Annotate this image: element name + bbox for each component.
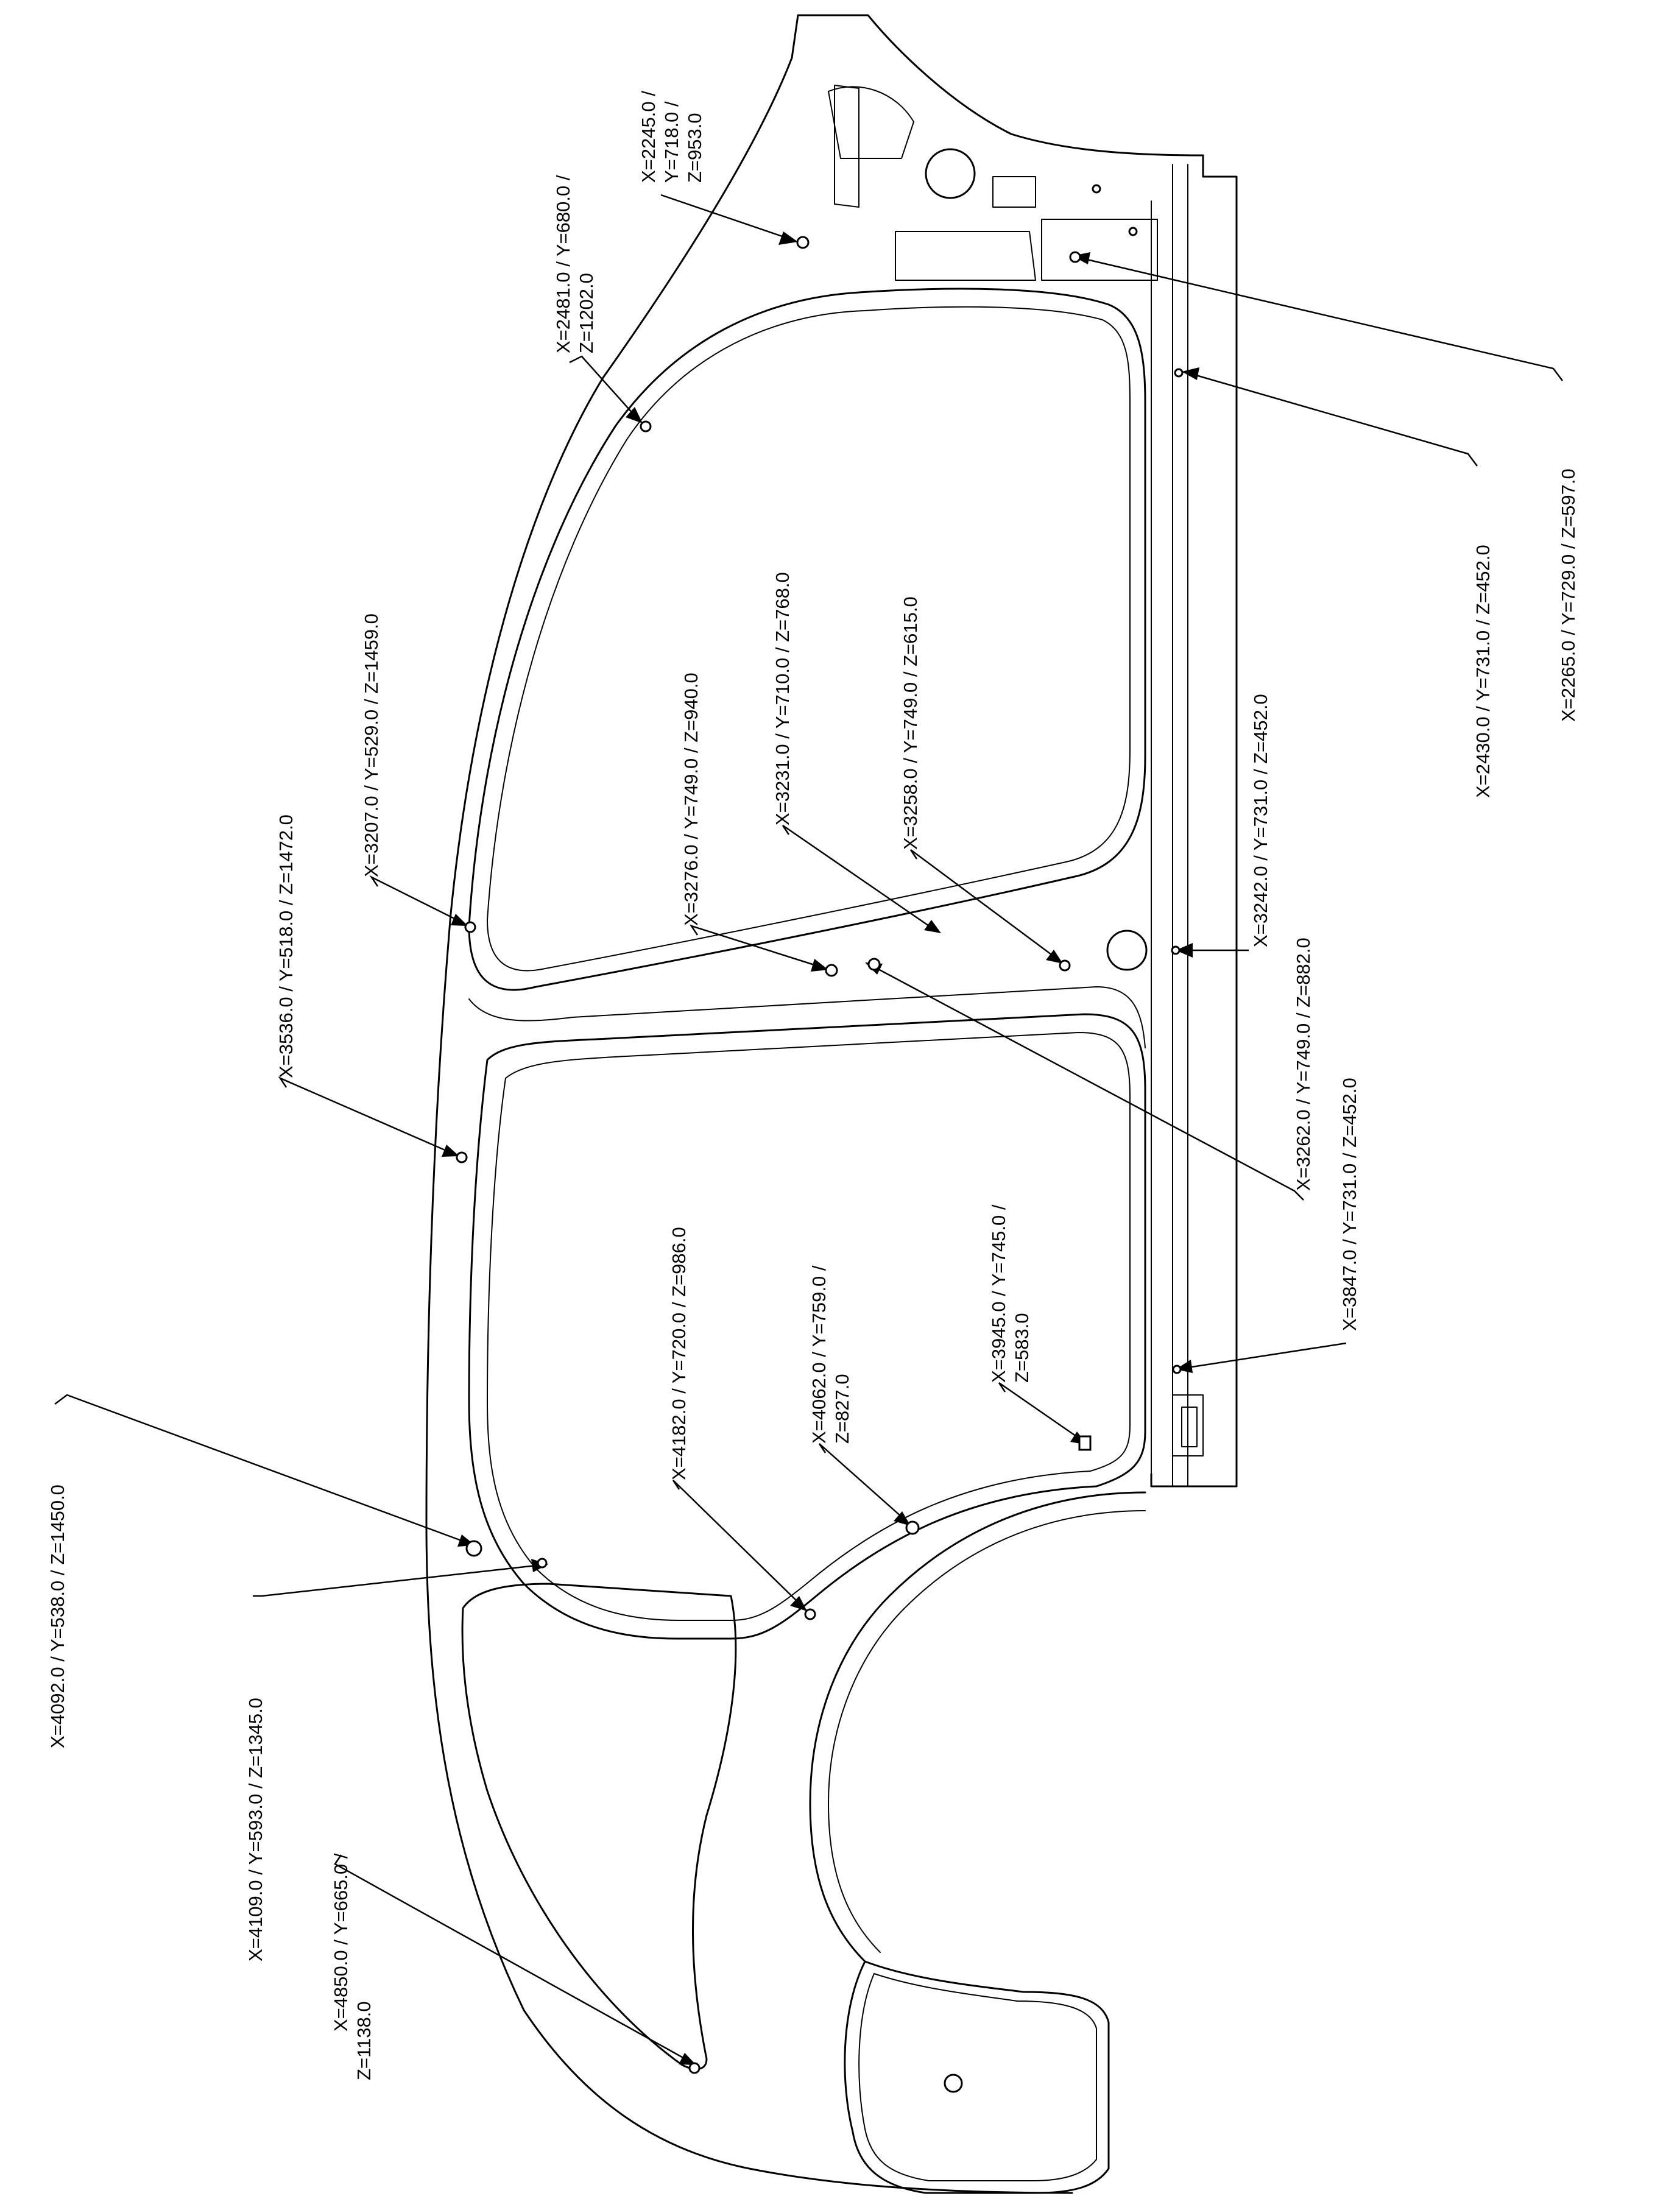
point-p4092 xyxy=(465,1540,482,1557)
point-p2430 xyxy=(1174,368,1184,378)
leader-p4109 xyxy=(253,1559,548,1597)
svg-text:X=4062.0 / Y=759.0 /: X=4062.0 / Y=759.0 / xyxy=(808,1265,830,1444)
label-p4062: X=4062.0 / Y=759.0 / Z=827.0 xyxy=(808,1265,853,1444)
label-p3207: X=3207.0 / Y=529.0 / Z=1459.0 xyxy=(361,613,382,877)
svg-text:Z=583.0: Z=583.0 xyxy=(1011,1313,1032,1383)
svg-text:X=2481.0 / Y=680.0 /: X=2481.0 / Y=680.0 / xyxy=(552,175,574,353)
svg-text:X=4850.0 / Y=665.0 /: X=4850.0 / Y=665.0 / xyxy=(330,1853,351,2032)
svg-text:Z=1138.0: Z=1138.0 xyxy=(353,2001,375,2080)
svg-text:X=2245.0 /: X=2245.0 / xyxy=(638,91,659,183)
label-p3536: X=3536.0 / Y=518.0 / Z=1472.0 xyxy=(275,814,297,1078)
leader-p2245 xyxy=(660,194,798,245)
label-p2481: X=2481.0 / Y=680.0 / Z=1202.0 xyxy=(552,175,597,353)
point-p3262 xyxy=(867,958,881,971)
point-p2245 xyxy=(796,236,810,249)
label-p2430: X=2430.0 / Y=731.0 / Z=452.0 xyxy=(1472,545,1494,798)
leader-p3262 xyxy=(865,962,1304,1201)
label-p3231: X=3231.0 / Y=710.0 / Z=768.0 xyxy=(772,572,793,825)
point-p3276 xyxy=(825,964,838,977)
leader-p2481 xyxy=(569,355,643,423)
label-p4182: X=4182.0 / Y=720.0 / Z=986.0 xyxy=(668,1227,690,1480)
label-p2265: X=2265.0 / Y=729.0 / Z=597.0 xyxy=(1558,468,1579,722)
label-p3276: X=3276.0 / Y=749.0 / Z=940.0 xyxy=(680,673,702,926)
label-p3945: X=3945.0 / Y=745.0 / Z=583.0 xyxy=(988,1204,1032,1383)
leader-p3207 xyxy=(369,875,468,926)
point-p3258 xyxy=(1059,959,1071,972)
leader-p2265 xyxy=(1072,252,1563,381)
label-p3242: X=3242.0 / Y=731.0 / Z=452.0 xyxy=(1250,694,1271,947)
point-p3207 xyxy=(464,921,476,933)
point-p4850 xyxy=(688,2062,701,2074)
svg-text:Y=718.0 /: Y=718.0 / xyxy=(661,101,682,183)
leader-p3945 xyxy=(998,1382,1087,1445)
svg-text:X=3207.0 / Y=529.0 / Z=1459.0: X=3207.0 / Y=529.0 / Z=1459.0 xyxy=(361,613,382,877)
svg-text:X=2265.0 / Y=729.0 / Z=597.0: X=2265.0 / Y=729.0 / Z=597.0 xyxy=(1558,468,1579,722)
point-p4109 xyxy=(537,1558,548,1569)
svg-text:Z=827.0: Z=827.0 xyxy=(831,1374,853,1444)
leader-p2430 xyxy=(1182,367,1478,467)
label-p4092: X=4092.0 / Y=538.0 / Z=1450.0 xyxy=(47,1485,68,1748)
leader-p3847 xyxy=(1176,1342,1347,1373)
leader-p3276 xyxy=(689,924,828,972)
dimension-leader-lines xyxy=(54,194,1563,2065)
point-p3242 xyxy=(1171,945,1181,955)
svg-text:X=3242.0 / Y=731.0 / Z=452.0: X=3242.0 / Y=731.0 / Z=452.0 xyxy=(1250,694,1271,947)
label-p4109: X=4109.0 / Y=593.0 / Z=1345.0 xyxy=(245,1698,266,1961)
svg-text:X=3258.0 / Y=749.0 / Z=615.0: X=3258.0 / Y=749.0 / Z=615.0 xyxy=(900,596,921,850)
svg-text:X=3945.0 / Y=745.0 /: X=3945.0 / Y=745.0 / xyxy=(988,1204,1009,1383)
label-p3258: X=3258.0 / Y=749.0 / Z=615.0 xyxy=(900,596,921,850)
svg-text:Z=953.0: Z=953.0 xyxy=(684,113,705,183)
svg-text:X=2430.0 / Y=731.0 / Z=452.0: X=2430.0 / Y=731.0 / Z=452.0 xyxy=(1472,545,1494,798)
leader-p4062 xyxy=(818,1443,911,1526)
label-p3262: X=3262.0 / Y=749.0 / Z=882.0 X=3847.0 / … xyxy=(1293,937,1360,1331)
point-p3536 xyxy=(456,1151,468,1163)
leader-p3242 xyxy=(1176,943,1249,958)
body-side-panel-outline xyxy=(425,14,1238,2194)
svg-text:X=3536.0 / Y=518.0 / Z=1472.0: X=3536.0 / Y=518.0 / Z=1472.0 xyxy=(275,814,297,1078)
leader-p4182 xyxy=(672,1480,807,1611)
svg-text:X=4182.0 / Y=720.0 / Z=986.0: X=4182.0 / Y=720.0 / Z=986.0 xyxy=(668,1227,690,1480)
svg-text:X=3847.0 / Y=731.0 / Z=452.0: X=3847.0 / Y=731.0 / Z=452.0 xyxy=(1339,1078,1360,1331)
leader-p4850 xyxy=(334,1854,696,2065)
label-p4850: X=4850.0 / Y=665.0 / Z=1138.0 xyxy=(330,1853,375,2080)
svg-text:X=3276.0 / Y=749.0 / Z=940.0: X=3276.0 / Y=749.0 / Z=940.0 xyxy=(680,673,702,926)
point-p4182 xyxy=(804,1608,816,1620)
point-p2265 xyxy=(1069,251,1081,263)
label-p2245: X=2245.0 / Y=718.0 / Z=953.0 xyxy=(638,91,705,183)
dimension-labels: X=2245.0 / Y=718.0 / Z=953.0 X=2481.0 / … xyxy=(47,91,1579,2080)
measurement-points xyxy=(456,236,1184,2074)
leader-p4092 xyxy=(54,1394,475,1547)
svg-text:Z=1202.0: Z=1202.0 xyxy=(576,273,597,353)
leader-p3258 xyxy=(909,849,1063,964)
point-p3847 xyxy=(1172,1364,1182,1374)
svg-text:X=4109.0 / Y=593.0 / Z=1345.0: X=4109.0 / Y=593.0 / Z=1345.0 xyxy=(245,1698,266,1961)
svg-text:X=4092.0 / Y=538.0 / Z=1450.0: X=4092.0 / Y=538.0 / Z=1450.0 xyxy=(47,1485,68,1748)
svg-text:X=3231.0 / Y=710.0 / Z=768.0: X=3231.0 / Y=710.0 / Z=768.0 xyxy=(772,572,793,825)
point-p4062 xyxy=(905,1520,920,1535)
point-p2481 xyxy=(640,420,652,432)
svg-text:X=3262.0 / Y=749.0 / Z=882.0: X=3262.0 / Y=749.0 / Z=882.0 xyxy=(1293,937,1314,1191)
leader-p3536 xyxy=(278,1076,459,1157)
leader-p3231 xyxy=(782,824,941,933)
point-p3945 xyxy=(1078,1435,1092,1451)
